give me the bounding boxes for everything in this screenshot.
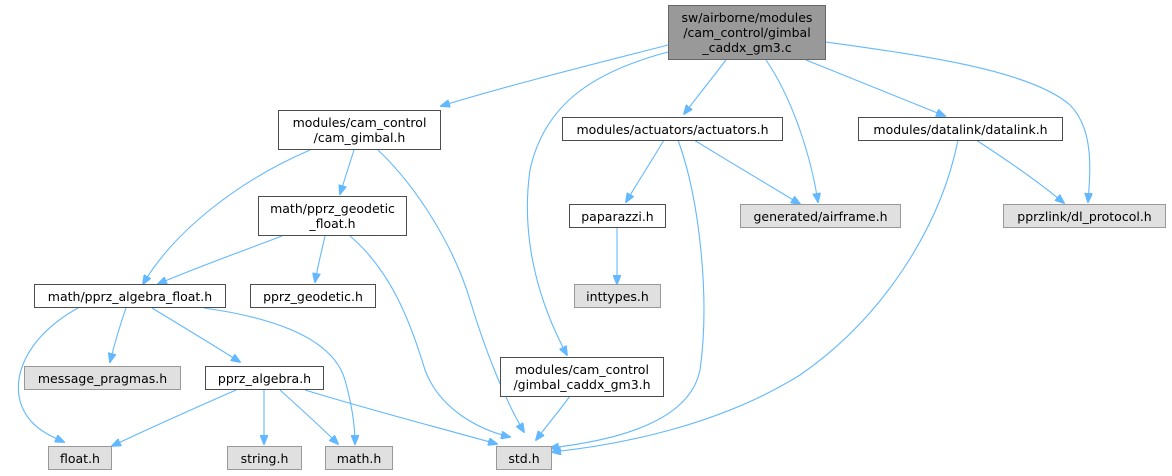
edge-cam-gimbal-to-geodetic-float xyxy=(340,149,355,194)
node-label-line: message_pragmas.h xyxy=(37,370,168,386)
node-label-line: modules/cam_control xyxy=(515,362,649,377)
node-label-line: string.h xyxy=(240,450,289,466)
node-label-line: _caddx_gm3.c xyxy=(702,40,792,55)
node-datalink-h[interactable]: modules/datalink/datalink.h xyxy=(858,117,1063,141)
edge-datalink-to-std xyxy=(552,139,959,452)
node-float-h[interactable]: float.h xyxy=(48,446,112,470)
node-math-h[interactable]: math.h xyxy=(325,446,393,470)
node-label-line: sw/airborne/modules xyxy=(681,10,813,25)
node-pprz-algebra-float-h[interactable]: math/pprz_algebra_float.h xyxy=(34,284,226,308)
node-label-line: /cam_gimbal.h xyxy=(313,130,406,145)
node-label-line: inttypes.h xyxy=(586,288,649,304)
edge-gimbal-caddx-h-to-std xyxy=(536,395,571,440)
node-paparazzi-h[interactable]: paparazzi.h xyxy=(569,204,666,228)
node-label-line: modules/cam_control xyxy=(292,115,427,130)
node-dl-protocol-h[interactable]: pprzlink/dl_protocol.h xyxy=(1003,204,1166,228)
edge-geodetic-float-to-std xyxy=(349,235,510,437)
node-label-line: pprzlink/dl_protocol.h xyxy=(1017,208,1152,224)
edge-root-to-actuators xyxy=(684,59,727,114)
edge-algebra-float-to-pprz-algebra xyxy=(151,307,240,362)
node-string-h[interactable]: string.h xyxy=(227,446,302,470)
edge-geodetic-float-to-pprz-geodetic xyxy=(315,235,326,282)
node-pprz-geodetic-h[interactable]: pprz_geodetic.h xyxy=(250,284,376,308)
node-actuators-h[interactable]: modules/actuators/actuators.h xyxy=(562,117,783,141)
node-label-line: _float.h xyxy=(309,216,356,231)
node-label-line: math/pprz_algebra_float.h xyxy=(47,288,213,304)
node-label-line: math/pprz_geodetic xyxy=(270,201,395,216)
node-pprz-geodetic-float-h[interactable]: math/pprz_geodetic _float.h xyxy=(258,196,407,236)
node-label-line: pprz_algebra.h xyxy=(217,370,312,386)
node-label-line: pprz_geodetic.h xyxy=(263,288,363,304)
node-gimbal-caddx-gm3-h[interactable]: modules/cam_control /gimbal_caddx_gm3.h xyxy=(500,357,664,397)
edge-actuators-to-airframe xyxy=(693,139,800,204)
node-label-line: modules/actuators/actuators.h xyxy=(576,121,769,137)
edge-actuators-to-std xyxy=(550,139,705,448)
edge-algebra-float-to-message-pragmas xyxy=(110,307,127,362)
edge-pprz-algebra-to-float xyxy=(112,389,237,446)
node-label-line: generated/airframe.h xyxy=(753,208,888,224)
edge-root-to-airframe xyxy=(765,59,818,202)
edge-algebra-float-to-math xyxy=(203,307,355,444)
node-label-line: float.h xyxy=(60,450,100,466)
node-label-line: paparazzi.h xyxy=(581,208,654,224)
edge-root-to-datalink xyxy=(805,59,945,116)
node-label-line: std.h xyxy=(508,450,540,466)
node-label-line: modules/datalink/datalink.h xyxy=(873,121,1048,137)
edge-algebra-float-to-float xyxy=(17,307,79,442)
node-label-line: /cam_control/gimbal xyxy=(683,25,811,40)
node-label-line: /gimbal_caddx_gm3.h xyxy=(513,377,651,392)
edge-cam-gimbal-to-algebra-float xyxy=(143,149,311,284)
node-gimbal-caddx-gm3-c[interactable]: sw/airborne/modules /cam_control/gimbal … xyxy=(668,5,826,60)
edge-pprz-algebra-to-std xyxy=(304,389,497,444)
edge-geodetic-float-to-algebra-float xyxy=(158,235,283,284)
edge-root-to-dl-protocol xyxy=(825,41,1090,202)
edge-datalink-to-dl-protocol xyxy=(975,139,1064,203)
node-airframe-h[interactable]: generated/airframe.h xyxy=(740,204,901,228)
node-pprz-algebra-h[interactable]: pprz_algebra.h xyxy=(205,366,324,390)
edge-root-to-cam-gimbal xyxy=(441,44,669,106)
node-inttypes-h[interactable]: inttypes.h xyxy=(574,284,661,308)
node-message-pragmas-h[interactable]: message_pragmas.h xyxy=(24,366,181,390)
node-cam-gimbal-h[interactable]: modules/cam_control /cam_gimbal.h xyxy=(278,110,441,150)
node-std-h[interactable]: std.h xyxy=(496,446,552,470)
edge-root-to-gimbal-caddx-h xyxy=(526,51,669,355)
node-label-line: math.h xyxy=(336,450,382,466)
edge-pprz-algebra-to-math xyxy=(279,389,338,444)
edge-actuators-to-paparazzi xyxy=(626,139,665,202)
